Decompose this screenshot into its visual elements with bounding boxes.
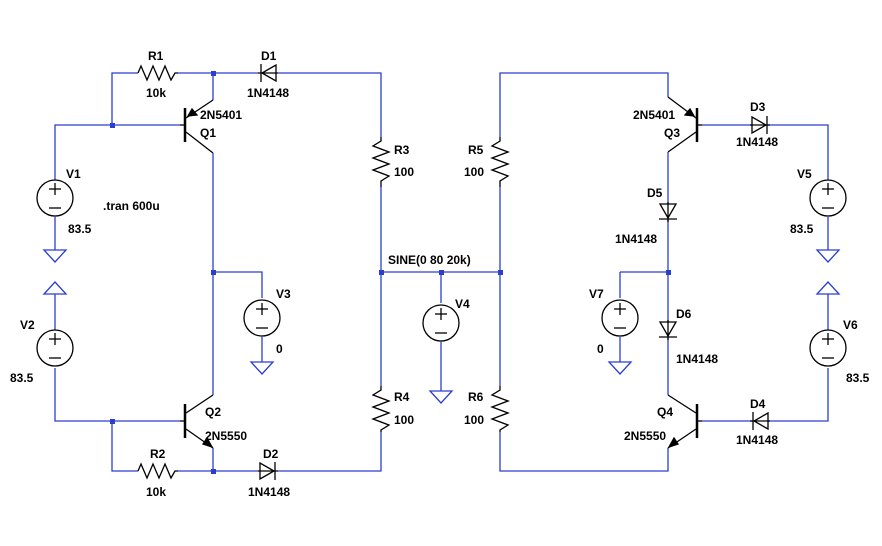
d2-value: 1N4148 xyxy=(248,485,290,499)
v2-name: V2 xyxy=(20,318,35,332)
q4-model: 2N5550 xyxy=(624,429,666,443)
ground-symbol-v1 xyxy=(42,249,68,263)
r5-name: R5 xyxy=(468,143,484,157)
transistor-q2[interactable] xyxy=(180,394,214,449)
d2-name: D2 xyxy=(263,447,279,461)
v5-name: V5 xyxy=(797,167,812,181)
resistor-r5[interactable] xyxy=(490,137,510,187)
v2-value: 83.5 xyxy=(10,371,34,385)
d1-value: 1N4148 xyxy=(247,86,289,100)
diode-d6[interactable] xyxy=(658,320,678,340)
d6-name: D6 xyxy=(676,307,692,321)
labels: R1 10k D1 1N4148 2N5401 Q1 V1 83.5 .tran… xyxy=(10,49,870,499)
v3-value: 0 xyxy=(276,342,283,356)
transistor-q1[interactable] xyxy=(180,99,214,154)
d5-name: D5 xyxy=(647,186,663,200)
r6-name: R6 xyxy=(468,390,484,404)
source-v2[interactable] xyxy=(36,281,74,367)
d1-name: D1 xyxy=(261,49,277,63)
v3-name: V3 xyxy=(276,287,291,301)
source-v3[interactable] xyxy=(243,299,281,375)
d3-name: D3 xyxy=(750,100,766,114)
r3-name: R3 xyxy=(394,143,410,157)
v1-name: V1 xyxy=(66,167,81,181)
r4-name: R4 xyxy=(394,390,410,404)
source-v7[interactable] xyxy=(601,299,639,375)
diode-d1[interactable] xyxy=(258,63,278,83)
q3-name: Q3 xyxy=(664,126,680,140)
v1-value: 83.5 xyxy=(68,222,92,236)
v6-value: 83.5 xyxy=(846,371,870,385)
d5-value: 1N4148 xyxy=(615,232,657,246)
tran-directive: .tran 600u xyxy=(103,199,160,213)
r6-value: 100 xyxy=(464,413,484,427)
v6-name: V6 xyxy=(843,318,858,332)
resistor-r2[interactable] xyxy=(137,462,178,480)
v7-value: 0 xyxy=(597,342,604,356)
r1-name: R1 xyxy=(148,49,164,63)
transistor-q4[interactable] xyxy=(667,394,702,449)
r5-value: 100 xyxy=(464,165,484,179)
diode-d4[interactable] xyxy=(750,411,770,431)
q1-name: Q1 xyxy=(200,126,216,140)
source-v4[interactable] xyxy=(422,304,460,404)
q2-model: 2N5550 xyxy=(205,429,247,443)
transistor-q3[interactable] xyxy=(667,96,702,153)
q4-name: Q4 xyxy=(657,405,673,419)
r2-value: 10k xyxy=(146,485,166,499)
d3-value: 1N4148 xyxy=(736,135,778,149)
resistor-r3[interactable] xyxy=(371,137,391,187)
d6-value: 1N4148 xyxy=(676,352,718,366)
diode-d2[interactable] xyxy=(258,461,278,481)
resistor-r4[interactable] xyxy=(371,386,391,432)
v5-value: 83.5 xyxy=(790,222,814,236)
v4-name: V4 xyxy=(455,297,470,311)
q2-name: Q2 xyxy=(205,405,221,419)
r4-value: 100 xyxy=(394,413,414,427)
v7-name: V7 xyxy=(589,287,604,301)
d4-name: D4 xyxy=(750,397,766,411)
d4-value: 1N4148 xyxy=(736,433,778,447)
diode-d3[interactable] xyxy=(750,115,770,135)
r2-name: R2 xyxy=(150,447,166,461)
resistor-r1[interactable] xyxy=(137,64,178,82)
q1-model: 2N5401 xyxy=(200,108,242,122)
junction-dots xyxy=(110,71,671,474)
q3-model: 2N5401 xyxy=(633,108,675,122)
diode-d5[interactable] xyxy=(658,202,678,222)
r3-value: 100 xyxy=(394,165,414,179)
r1-value: 10k xyxy=(146,86,166,100)
source-v1[interactable] xyxy=(36,179,74,250)
source-v6[interactable] xyxy=(809,281,847,367)
v4-value: SINE(0 80 20k) xyxy=(388,253,471,267)
source-v5[interactable] xyxy=(809,179,847,263)
resistor-r6[interactable] xyxy=(490,386,510,432)
